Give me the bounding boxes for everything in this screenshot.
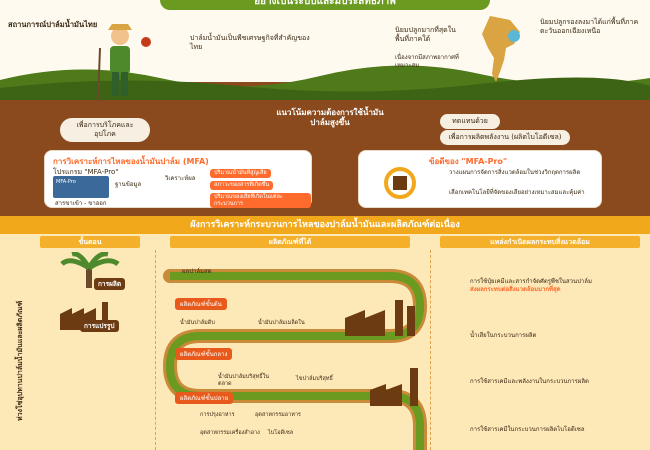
south-text: นิยมปลูกมากที่สุดในพื้นที่ภาคใต้ (395, 26, 456, 43)
flow-title: ผังการวิเคราะห์กระบวนการไหลของปาล์มน้ำมั… (0, 216, 650, 234)
mfa-imports: สารขาเข้า - ขาออก (55, 200, 107, 207)
col-products-header: ผลิตภัณฑ์ที่ได้ (170, 236, 410, 248)
plant-icon (370, 368, 418, 406)
supply-chain-vertical-label: ห่วงโซ่อุปทานปาล์มน้ำมันและผลิตภัณฑ์ (16, 300, 24, 422)
divider-1 (155, 250, 156, 450)
advantage-box: ข้อดีของ "MFA-Pro" วางแผนการจัดการสิ่งแว… (358, 150, 602, 208)
mfa-database: ฐานข้อมูล (115, 181, 142, 188)
north-text: นิยมปลูกรองลงมาได้แก่พื้นที่ภาคตะวันออกเ… (540, 18, 639, 35)
mfa-method: วิเคราะห์ผล (165, 175, 196, 182)
env-fertilizer: การใช้ปุ๋ยเคมีและสารกำจัดศัตรูพืชในสวนปา… (470, 278, 592, 293)
mfa-tag-3: ปริมาณของเสียที่เกิดในแต่ละกระบวนการ (210, 193, 311, 209)
env-biodiesel-chem: การใช้สารเคมีในกระบวนการผลิตไบโอดีเซล (470, 426, 585, 433)
climate-text: เนื่องจากมีสภาพอากาศที่เหมาะสม (395, 54, 459, 69)
mfa-screen-icon: MFA-Pro (53, 176, 109, 198)
advantage-point-1: วางแผนการจัดการสิ่งแวดล้อมในช่วงวิกฤตการ… (449, 169, 581, 176)
consumer-industry-label: อุตสาหกรรมเครื่องสำอาง (200, 430, 260, 436)
recycle-icon (384, 167, 416, 199)
refined-oil-label: น้ำมันปาล์มบริสุทธิ์ในตลาด (218, 374, 270, 387)
advantage-title: ข้อดีของ "MFA-Pro" (429, 157, 508, 166)
stearin-label: ไขปาล์มบริสุทธิ์ (296, 376, 333, 382)
biodiesel-label: ไบโอดีเซล (268, 430, 294, 436)
thailand-map-icon (482, 16, 520, 82)
mfa-tag-1: ปริมาณน้ำมันที่สูญเสีย (210, 169, 271, 178)
consume-pill: เพื่อการบริโภคและอุปโภค (60, 118, 150, 142)
replace-pill: ทดแทนด้วย (440, 114, 500, 129)
env-chem-energy: การใช้สารเคมีและพลังงานในกระบวนการผลิต (470, 378, 589, 385)
env-wastewater: น้ำเสียในกระบวนการผลิต (470, 332, 537, 339)
kernel-oil-label: น้ำมันปาล์มเมล็ดใน (258, 320, 305, 326)
mfa-program: โปรแกรม "MFA-Pro" (53, 168, 119, 176)
mfa-title: การวิเคราะห์การไหลของน้ำมันปาล์ม (MFA) (53, 157, 209, 166)
mfa-tag-2: สภาวะของสารที่เกิดขึ้น (210, 181, 274, 190)
economic-text: ปาล์มน้ำมันเป็นพืชเศรษฐกิจที่สำคัญของไทย (190, 34, 310, 51)
crude-oil-label: น้ำมันปาล์มดิบ (180, 320, 215, 326)
crude-products-tag: ผลิตภัณฑ์ขั้นต้น (175, 298, 227, 310)
energy-pill: เพื่อการผลิตพลังงาน (ผลิตไบโอดีเซล) (440, 130, 570, 145)
page-title: อย่างเป็นระบบและมีประสิทธิภาพ (160, 0, 490, 10)
col-env-header: แหล่งกำเนิดผลกระทบสิ่งแวดล้อม (440, 236, 640, 248)
demand-text: แนวโน้มความต้องการใช้น้ำมันปาล์มสูงขึ้น (276, 108, 384, 128)
fresh-bunch-label: ผลปาล์มสด (182, 268, 212, 275)
mfa-screen-label: MFA-Pro (56, 179, 76, 185)
advantage-point-2: เลือกเทคโนโลยีที่จัดของเสียอย่างเหมาะสมแ… (449, 189, 585, 196)
food-industry-label: อุตสาหกรรมอาหาร (255, 412, 301, 418)
col-steps-header: ขั้นตอน (40, 236, 140, 248)
refinery-icon (345, 300, 415, 336)
stage-production: การผลิต (94, 278, 126, 290)
palm-tree-icon (60, 252, 120, 288)
sky-area (0, 0, 650, 82)
mfa-box: การวิเคราะห์การไหลของน้ำมันปาล์ม (MFA) โ… (44, 150, 312, 209)
cooking-label: การปรุงอาหาร (200, 412, 235, 418)
hills (0, 65, 650, 100)
final-products-tag: ผลิตภัณฑ์ขั้นปลาย (175, 392, 234, 404)
divider-2 (430, 250, 431, 450)
stage-processing: การแปรรูป (80, 320, 119, 332)
top-section: อย่างเป็นระบบและมีประสิทธิภาพ สถานการณ์ป… (0, 0, 650, 216)
middle-products-tag: ผลิตภัณฑ์ขั้นกลาง (175, 348, 233, 360)
farmer-illustration (97, 24, 151, 103)
situation-label: สถานการณ์ปาล์มน้ำมันไทย (8, 20, 98, 29)
flow-section: ผังการวิเคราะห์กระบวนการไหลของปาล์มน้ำมั… (0, 216, 650, 450)
